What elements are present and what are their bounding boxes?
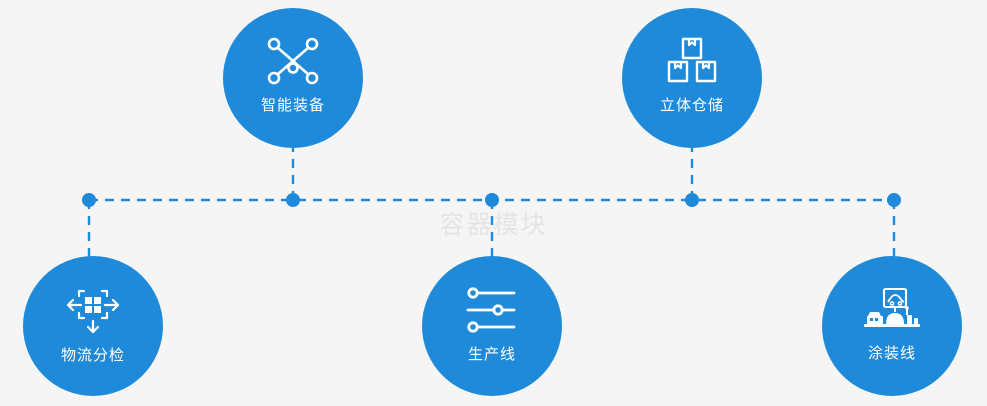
node-label: 立体仓储 [659, 97, 724, 114]
junction-smart-equip [286, 193, 300, 207]
node-label: 物流分检 [60, 347, 125, 364]
junction-left [82, 193, 96, 207]
node-stereo-warehouse[interactable]: 立体仓储 [622, 8, 762, 148]
node-label: 生产线 [467, 346, 516, 363]
node-painting-line[interactable]: 涂装线 [822, 256, 962, 396]
junction-warehouse [685, 193, 699, 207]
network-nodes-icon [267, 37, 319, 85]
paint-booth-icon [862, 287, 922, 333]
node-smart-equipment[interactable]: 智能装备 [223, 8, 363, 148]
junction-right [887, 193, 901, 207]
junction-center [485, 193, 499, 207]
node-logistics-sorting[interactable]: 物流分检 [23, 256, 163, 396]
sorting-arrows-icon [65, 285, 121, 335]
node-label: 涂装线 [867, 345, 916, 362]
node-production-line[interactable]: 生产线 [422, 256, 562, 396]
node-label: 智能装备 [260, 97, 325, 114]
sliders-icon [464, 286, 520, 334]
stacked-boxes-icon [666, 37, 718, 85]
